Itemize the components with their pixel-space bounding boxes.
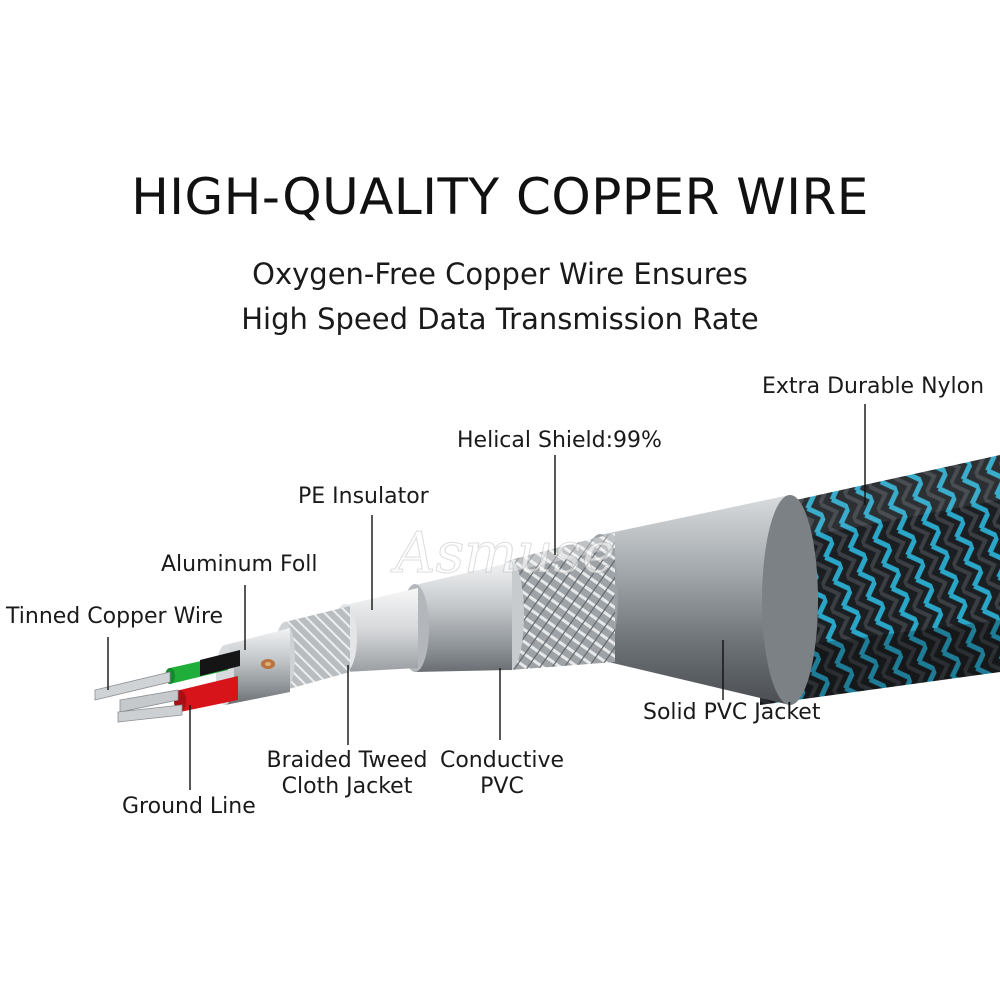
label-conductive-pvc: Conductive PVC [436, 748, 568, 800]
nylon-braid-layer [760, 455, 1000, 705]
subtitle-line-2: High Speed Data Transmission Rate [241, 302, 759, 336]
label-ground-line: Ground Line [122, 794, 256, 819]
label-conductive-line-2: PVC [480, 774, 524, 799]
solid-pvc-jacket [582, 495, 818, 705]
label-helical-shield: Helical Shield:99% [457, 428, 662, 453]
label-tinned-copper-wire: Tinned Copper Wire [6, 604, 224, 629]
watermark-logo: Asmuse [390, 521, 615, 586]
label-braided-tweed: Braided Tweed Cloth Jacket [262, 748, 432, 800]
label-extra-durable-nylon: Extra Durable Nylon [762, 374, 985, 399]
subtitle-line-1: Oxygen-Free Copper Wire Ensures [252, 257, 748, 291]
label-braided-line-1: Braided Tweed [266, 748, 428, 773]
label-aluminum-foil: Aluminum Foll [161, 552, 318, 577]
leader-lines [107, 404, 866, 790]
label-conductive-line-1: Conductive [439, 748, 565, 773]
label-pe-insulator: PE Insulator [298, 484, 429, 509]
page-title: HIGH-QUALITY COPPER WIRE [131, 168, 869, 226]
label-solid-pvc-jacket: Solid PVC Jacket [643, 700, 821, 725]
tinned-copper-strands [94, 671, 183, 723]
label-braided-line-2: Cloth Jacket [281, 774, 413, 799]
